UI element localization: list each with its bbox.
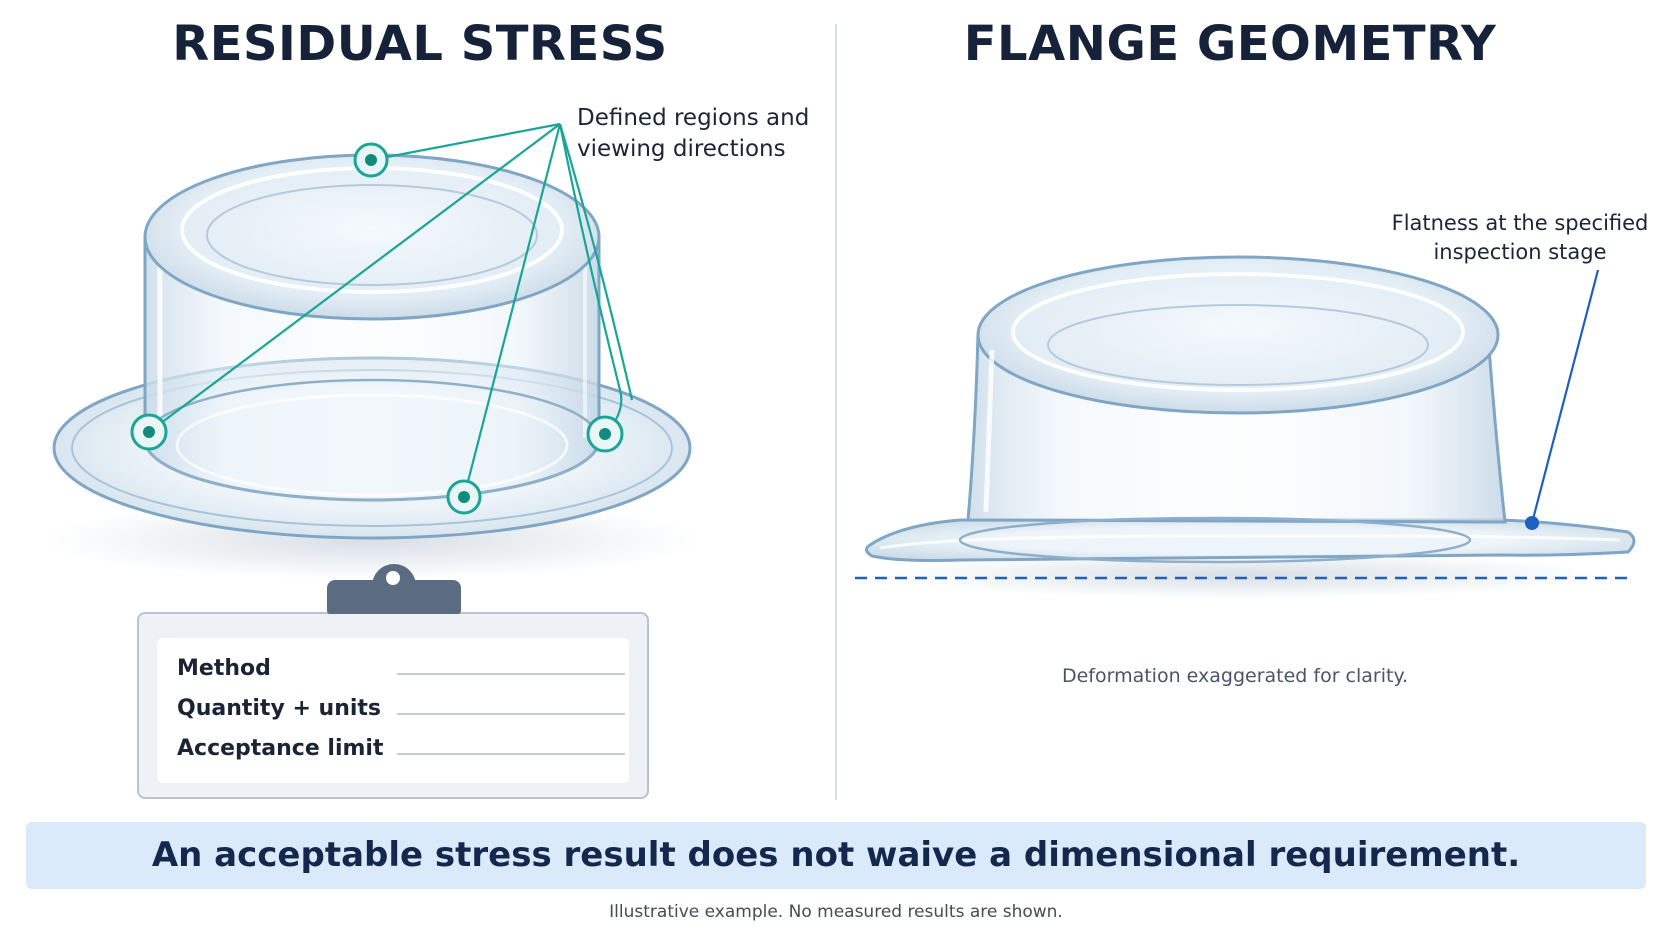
flange-geometry-title: FLANGE GEOMETRY [963, 16, 1497, 72]
checklist-row: Quantity + units [177, 696, 625, 726]
deformation-note: Deformation exaggerated for clarity. [1061, 665, 1409, 687]
field-label-quantity-units: Quantity + units [177, 696, 382, 721]
field-label-method: Method [177, 656, 271, 681]
flatness-leader-line [1530, 269, 1600, 524]
region-marker-left [130, 413, 168, 451]
field-label-acceptance-limit: Acceptance limit [177, 736, 384, 761]
checklist-row: Method [177, 656, 625, 686]
clipboard-clip-knob [372, 564, 416, 594]
region-marker-right [586, 415, 624, 453]
banner-text: An acceptable stress result does not wai… [151, 835, 1521, 875]
footnote: Illustrative example. No measured result… [609, 902, 1063, 922]
glass-dish-right [865, 255, 1636, 599]
checklist-sheet: Method Quantity + units Acceptance limit [157, 638, 629, 783]
field-blank-line [397, 713, 625, 715]
region-marker-top [353, 142, 389, 178]
field-blank-line [397, 753, 625, 755]
clipboard-clip-hole [386, 571, 400, 585]
flatness-callout: Flatness at the specified inspection sta… [1391, 211, 1649, 264]
glass-dish-left [42, 153, 702, 580]
key-message-banner: An acceptable stress result does not wai… [26, 822, 1646, 889]
region-marker-bottom [446, 479, 482, 515]
clipboard-checklist: Method Quantity + units Acceptance limit [137, 564, 649, 799]
checklist-row: Acceptance limit [177, 736, 625, 766]
residual-stress-title: RESIDUAL STRESS [172, 16, 668, 72]
region-leader-lines [148, 122, 634, 498]
field-blank-line [397, 673, 625, 675]
clipboard-clip [327, 564, 461, 614]
panel-divider [835, 24, 837, 800]
flatness-marker [1525, 516, 1539, 530]
regions-callout: Defined regions and viewing directions [577, 105, 810, 162]
